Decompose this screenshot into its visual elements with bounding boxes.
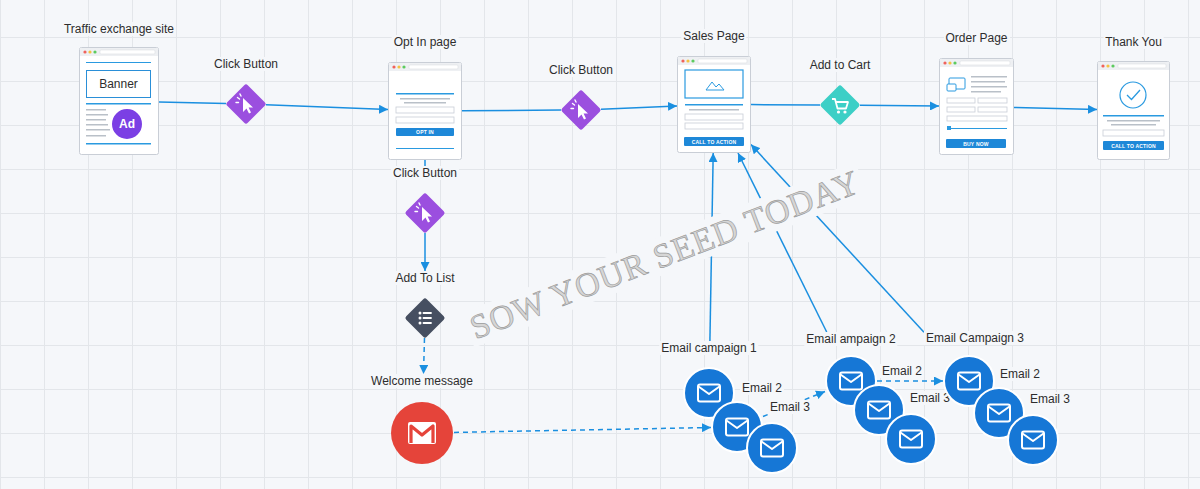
- dashed-connector: [424, 338, 425, 374]
- label-holder: Welcome message: [369, 371, 475, 389]
- label-holder: Sales Page: [681, 26, 746, 44]
- email-icon-shape: [746, 422, 798, 474]
- list-diamond: Add To List: [405, 298, 445, 338]
- node-label: Order Page: [943, 31, 1009, 45]
- label-holder: Opt In page: [392, 32, 459, 50]
- click-diamond-shape: [226, 84, 266, 124]
- email-icon: Email 3: [746, 422, 798, 474]
- dashed-connector: [454, 428, 711, 433]
- click-diamond-shape: [561, 90, 601, 130]
- label-holder: Email 2: [998, 364, 1042, 382]
- node-label: Email 2: [740, 381, 784, 395]
- node-label: Email 2: [880, 364, 924, 378]
- list-diamond-shape: [405, 298, 445, 338]
- node-text: CALL TO ACTION: [684, 137, 744, 146]
- label-holder: Order Page: [943, 28, 1009, 46]
- email-icon-shape: [885, 413, 937, 465]
- cart-diamond: Add to Cart: [820, 85, 860, 125]
- page-button: OPT IN: [396, 128, 454, 136]
- flow-connector: [159, 102, 226, 104]
- node-label: Email Campaign 3: [924, 331, 1026, 345]
- flow-connector: [1014, 108, 1097, 110]
- flow-connector: [751, 104, 820, 106]
- node-label: Email 2: [998, 367, 1042, 381]
- label-holder: Add to Cart: [808, 55, 873, 73]
- label-holder: Click Button: [212, 54, 280, 72]
- flow-connector: [424, 233, 426, 271]
- node-text: Banner: [87, 71, 150, 97]
- email-icon: Email 3: [1007, 414, 1059, 466]
- node-text: BUY NOW: [946, 139, 1006, 148]
- node-label: Click Button: [547, 63, 615, 77]
- welcome-mail-icon-shape: [390, 401, 454, 465]
- node-label: Opt In page: [392, 35, 459, 49]
- node-label: Traffic exchange site: [62, 22, 176, 36]
- node-label: Email 3: [1028, 392, 1072, 406]
- node-label: Email 3: [768, 400, 812, 414]
- label-holder: Click Button: [547, 60, 615, 78]
- label-holder: Traffic exchange site: [62, 19, 176, 37]
- web-page: Opt In pageOPT IN: [388, 62, 462, 160]
- web-page: Order PageBUY NOW: [939, 58, 1014, 155]
- banner-box: Banner: [86, 70, 151, 98]
- node-label: Welcome message: [369, 374, 475, 388]
- flow-connector: [266, 105, 388, 110]
- watermark-holder: SOW YOUR SEED TODAY: [461, 162, 869, 349]
- flow-connector: [462, 109, 561, 111]
- ad-badge: Ad: [110, 107, 144, 141]
- node-label: Email 3: [908, 391, 952, 405]
- label-holder: Email 2: [880, 361, 924, 379]
- flow-connector: [860, 104, 939, 106]
- page-button: BUY NOW: [946, 139, 1006, 148]
- email-icon-shape: [1007, 414, 1059, 466]
- email-icon: Email 3: [885, 413, 937, 465]
- node-text: Ad: [112, 109, 142, 139]
- node-label: Add to Cart: [808, 58, 873, 72]
- page-button: CALL TO ACTION: [1103, 141, 1164, 150]
- label-holder: Thank You: [1103, 32, 1164, 50]
- dashed-connector: [763, 392, 825, 417]
- click-diamond: Click Button: [226, 84, 266, 124]
- label-holder: Email 2: [740, 378, 784, 396]
- web-page: Sales PageCALL TO ACTION: [677, 56, 751, 153]
- node-label: Click Button: [391, 166, 459, 180]
- click-diamond: Click Button: [561, 90, 601, 130]
- cart-diamond-shape: [820, 85, 860, 125]
- flow-connector: [601, 106, 677, 109]
- web-page: Traffic exchange siteBannerAd: [79, 47, 159, 155]
- label-holder: Email ampaign 2: [804, 329, 897, 347]
- node-label: Email campaign 1: [659, 341, 758, 355]
- node-label: Sales Page: [681, 29, 746, 43]
- label-holder: Email campaign 1: [659, 338, 758, 356]
- node-label: Click Button: [212, 57, 280, 71]
- web-page: Thank YouCALL TO ACTION: [1097, 61, 1170, 160]
- label-holder: Email Campaign 3: [924, 328, 1026, 346]
- welcome-mail-icon: Welcome message: [390, 401, 454, 465]
- watermark: SOW YOUR SEED TODAY: [461, 162, 868, 348]
- node-label: Email ampaign 2: [804, 332, 897, 346]
- label-holder: Email 3: [768, 397, 812, 415]
- label-holder: Click Button: [391, 163, 459, 181]
- dashed-connector: [877, 380, 943, 382]
- label-holder: Add To List: [393, 268, 456, 286]
- page-button: CALL TO ACTION: [684, 137, 744, 146]
- node-text: CALL TO ACTION: [1103, 141, 1164, 150]
- node-label: Thank You: [1103, 35, 1164, 49]
- click-diamond: Click Button: [405, 193, 445, 233]
- node-label: Add To List: [393, 271, 456, 285]
- web-page-shape: [388, 62, 462, 160]
- click-diamond-shape: [405, 193, 445, 233]
- label-holder: Email 3: [1028, 389, 1072, 407]
- node-text: OPT IN: [396, 128, 454, 136]
